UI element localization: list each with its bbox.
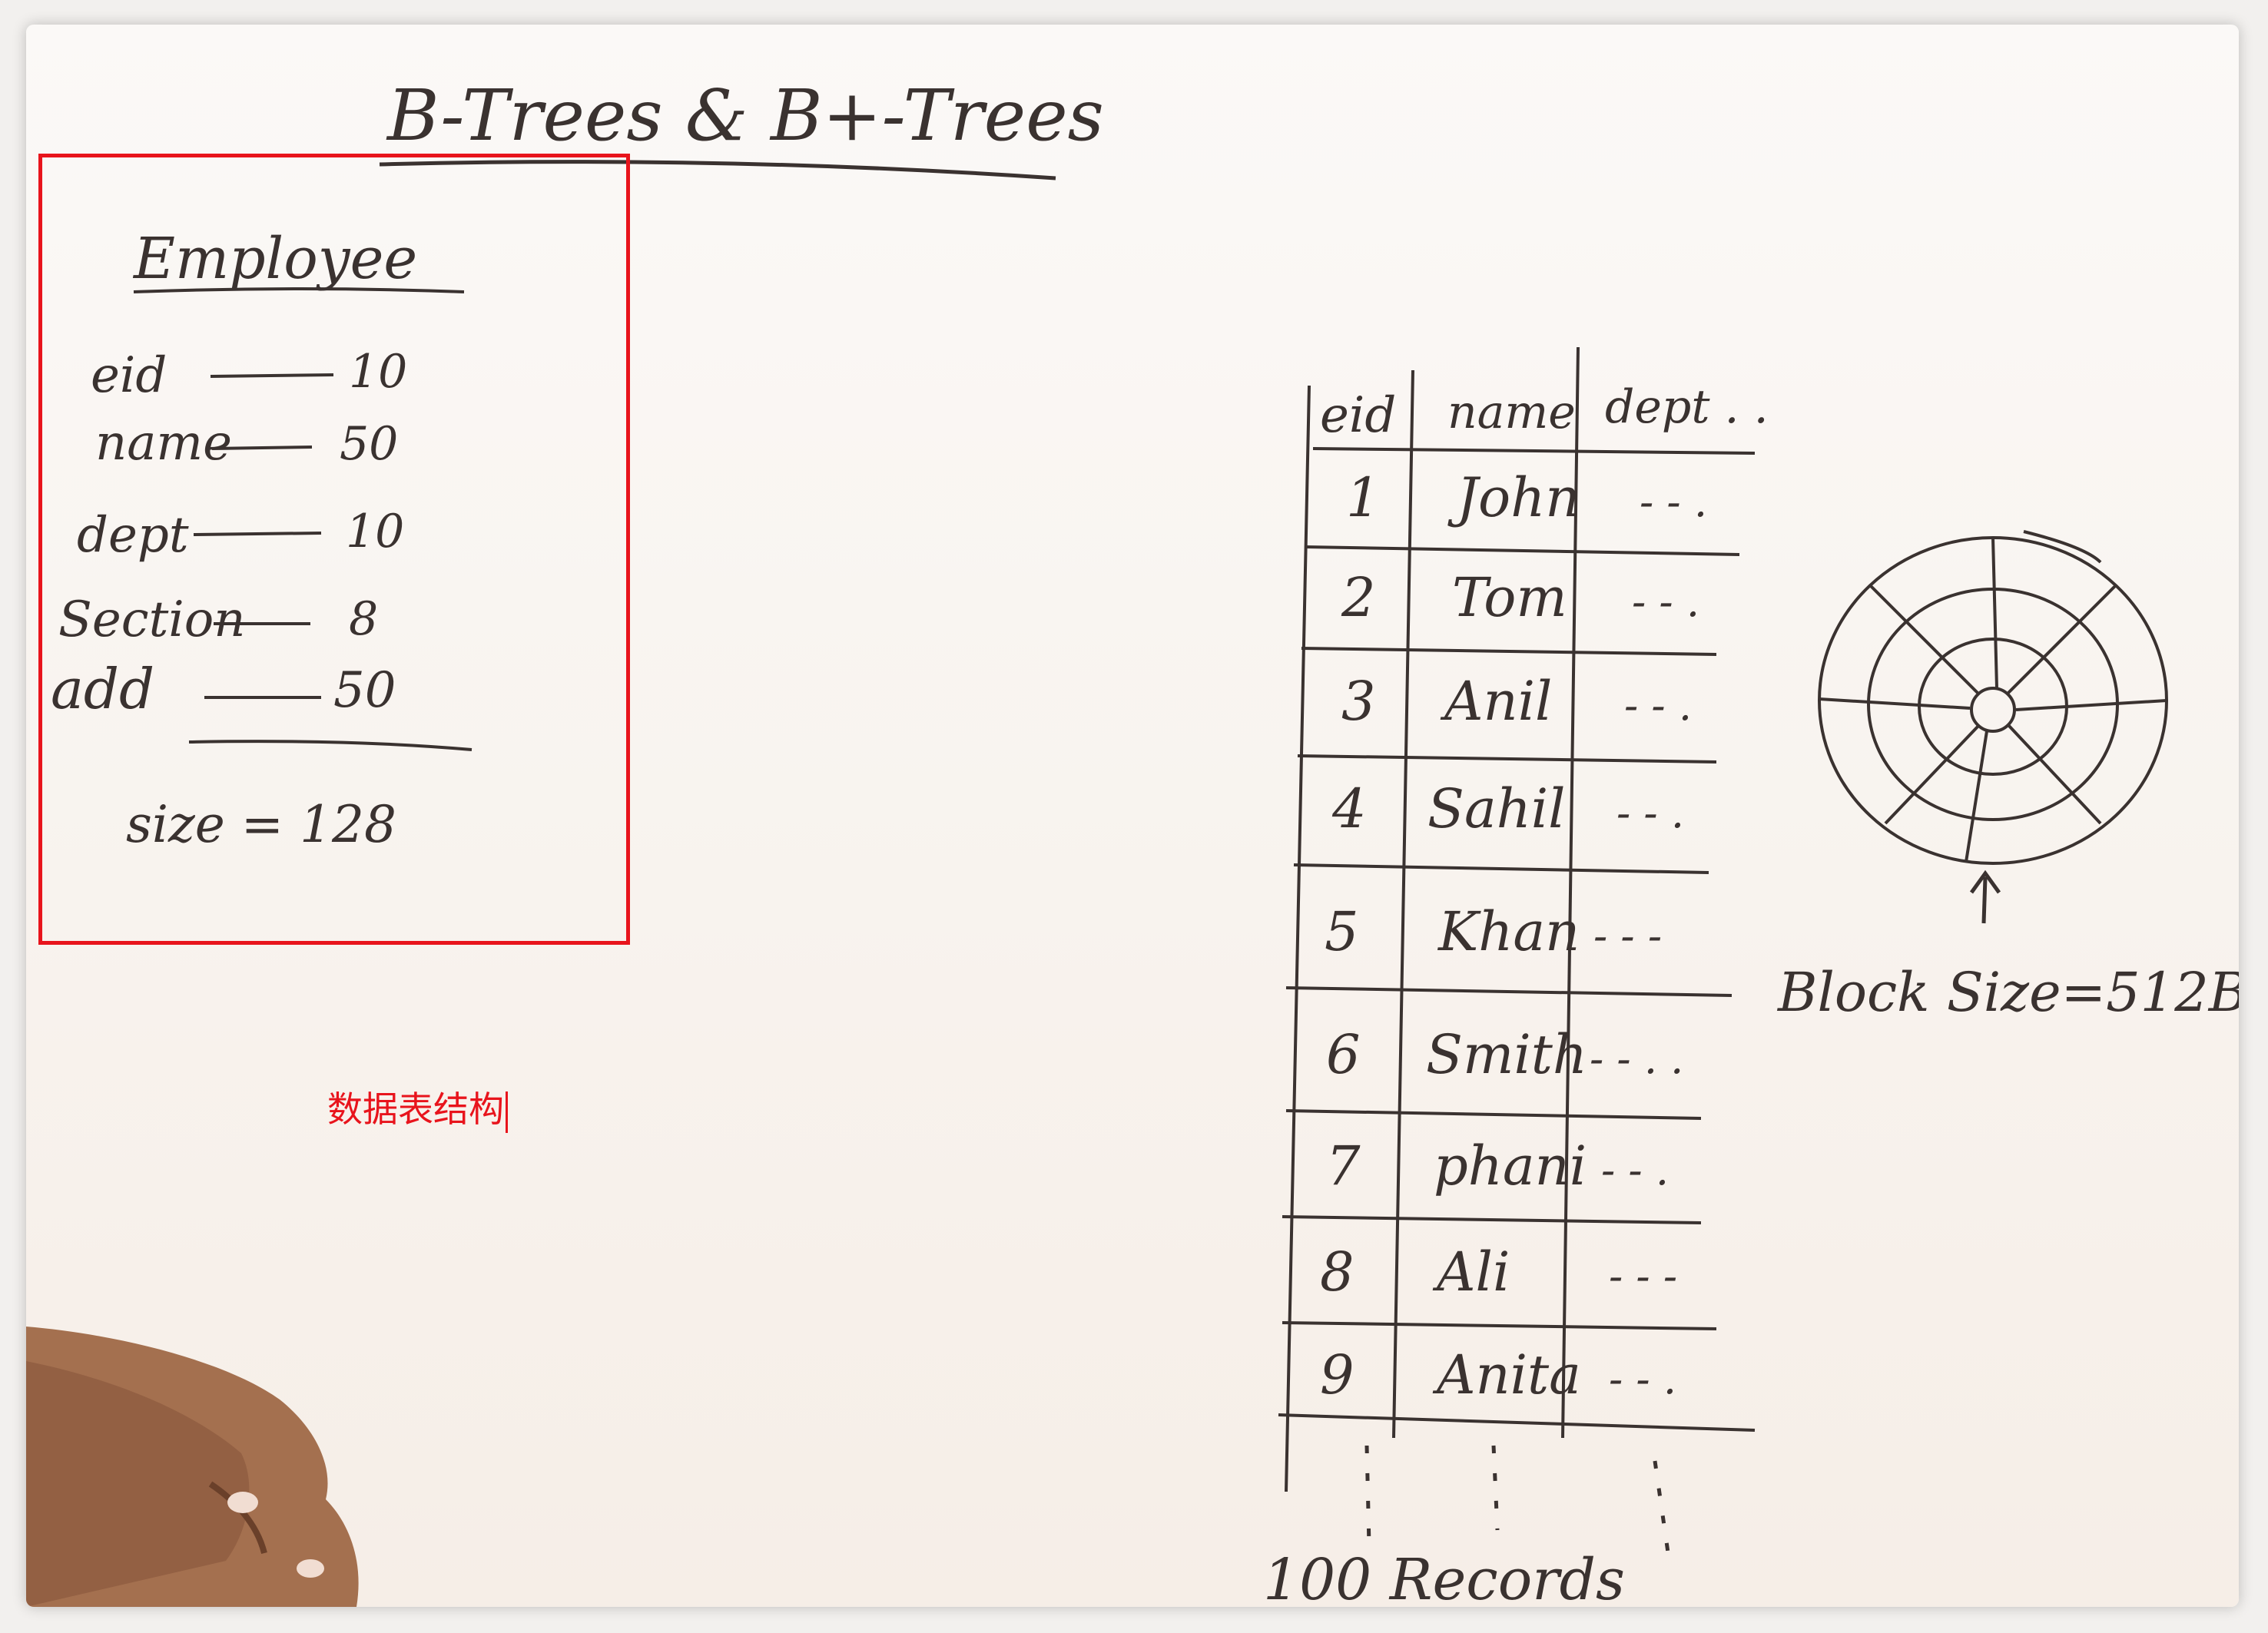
board-title: B-Trees & B+-Trees: [386, 75, 1104, 157]
table-row: 2 Tom - - .: [1341, 566, 1699, 629]
text-caret: [506, 1091, 508, 1133]
header-name: name: [1447, 386, 1576, 439]
field-name: dept: [77, 507, 189, 564]
cell-name: Tom: [1452, 566, 1567, 629]
dots-eid-column: [1364, 1445, 1371, 1546]
disk-platter-icon: [1818, 530, 2168, 865]
cell-name: Smith: [1426, 1023, 1587, 1086]
table-col-divider-2: [1561, 346, 1580, 1439]
cell-dept: - - . .: [1590, 1035, 1683, 1083]
field-size: 10: [349, 345, 407, 399]
cell-eid: 7: [1326, 1134, 1361, 1197]
cell-eid: 2: [1341, 566, 1376, 629]
field-dash: [193, 532, 322, 536]
title-underline: [379, 160, 1056, 181]
cell-name: Khan: [1437, 900, 1580, 963]
cell-dept: - - .: [1640, 478, 1707, 526]
table-row-divider: [1293, 863, 1709, 874]
table-header-divider: [1312, 447, 1756, 455]
cell-eid: 8: [1320, 1240, 1354, 1303]
field-name: eid: [91, 347, 167, 404]
table-row: 7 phani - - .: [1326, 1134, 1669, 1197]
cell-eid: 5: [1325, 900, 1359, 963]
table-row-divider: [1297, 754, 1717, 764]
table-row-divider: [1305, 545, 1740, 556]
table-row: 3 Anil - - .: [1341, 670, 1692, 733]
table-row: 4 Sahil - - .: [1331, 777, 1684, 840]
table-row: 6 Smith- - . .: [1326, 1023, 1683, 1086]
field-size: 8: [349, 592, 378, 646]
header-eid: eid: [1320, 387, 1396, 444]
header-dept: dept . .: [1605, 380, 1769, 434]
field-name: Section: [58, 591, 246, 648]
block-size-label: Block Size=512B: [1776, 961, 2239, 1024]
continuation-dots: [1364, 1445, 1673, 1569]
employee-heading-underline: [133, 287, 465, 293]
employee-field-name: name 50: [95, 415, 398, 472]
employee-field-dept: dept 10: [77, 505, 404, 564]
cell-dept: - - .: [1624, 681, 1692, 730]
dots-dept-column: [1653, 1460, 1673, 1569]
employee-field-add: add 50: [51, 657, 396, 721]
field-name: name: [95, 415, 232, 472]
employee-highlight-box: [38, 154, 630, 945]
table-rows: 1 John - - . 2 Tom - - . 3 Anil - - . 4 Sahil - - .…: [1320, 466, 1707, 1406]
table-row: 8 Ali - - -: [1320, 1240, 1677, 1303]
table-header: eid name dept . .: [1320, 380, 1769, 444]
cell-dept: - - .: [1609, 1355, 1676, 1403]
cell-dept: - - -: [1593, 912, 1662, 960]
cell-eid: 9: [1320, 1343, 1354, 1406]
cell-dept: - - .: [1632, 578, 1699, 626]
cell-name: Ali: [1432, 1240, 1510, 1303]
employee-size-total: size = 128: [126, 795, 396, 854]
employee-field-section: Section 8: [58, 591, 378, 648]
table-row-divider: [1282, 1215, 1702, 1224]
dots-name-column: [1491, 1445, 1500, 1531]
whiteboard-drawing: B-Trees & B+-Trees Employee eid 10 name …: [26, 75, 2239, 1607]
table-row: 1 John - - .: [1346, 466, 1707, 529]
annotation-text-input[interactable]: 数据表结构: [327, 1081, 508, 1133]
whiteboard-frame: B-Trees & B+-Trees Employee eid 10 name …: [26, 25, 2239, 1607]
table-row-divider: [1282, 1321, 1717, 1330]
cell-name: John: [1447, 466, 1580, 529]
table-left-border: [1285, 385, 1311, 1492]
disk-arrow-icon: [1969, 869, 2001, 924]
table-col-divider-1: [1392, 369, 1414, 1439]
field-size: 50: [340, 417, 398, 471]
table-row-divider: [1285, 986, 1732, 997]
field-dash: [211, 446, 313, 450]
records-table: [1278, 346, 1756, 1492]
table-bottom-border: [1278, 1413, 1756, 1432]
table-row: 5 Khan - - -: [1325, 900, 1662, 963]
cell-dept: - - .: [1601, 1146, 1669, 1194]
cell-eid: 3: [1341, 670, 1376, 733]
sum-line: [188, 740, 472, 751]
field-name: add: [51, 657, 154, 721]
presenter-hand: [26, 1327, 359, 1607]
employee-heading: Employee: [132, 226, 417, 292]
cell-eid: 6: [1326, 1023, 1361, 1086]
field-dash: [210, 373, 334, 378]
cell-dept: - - -: [1609, 1252, 1677, 1300]
cell-name: Sahil: [1427, 777, 1566, 840]
employee-field-eid: eid 10: [91, 345, 407, 404]
annotation-text: 数据表结构: [327, 1088, 504, 1130]
cell-eid: 1: [1346, 466, 1381, 529]
cell-dept: - - .: [1616, 789, 1684, 837]
cell-name: Anil: [1440, 670, 1552, 733]
cell-name: phani: [1434, 1134, 1587, 1197]
table-row: 9 Anita - - .: [1320, 1343, 1676, 1406]
cell-name: Anita: [1432, 1343, 1581, 1406]
table-row-divider: [1285, 1109, 1702, 1120]
cell-eid: 4: [1331, 777, 1367, 840]
field-size: 10: [346, 505, 404, 558]
records-count: 100 Records: [1263, 1547, 1625, 1607]
table-row-divider: [1301, 647, 1717, 656]
field-size: 50: [333, 662, 396, 719]
